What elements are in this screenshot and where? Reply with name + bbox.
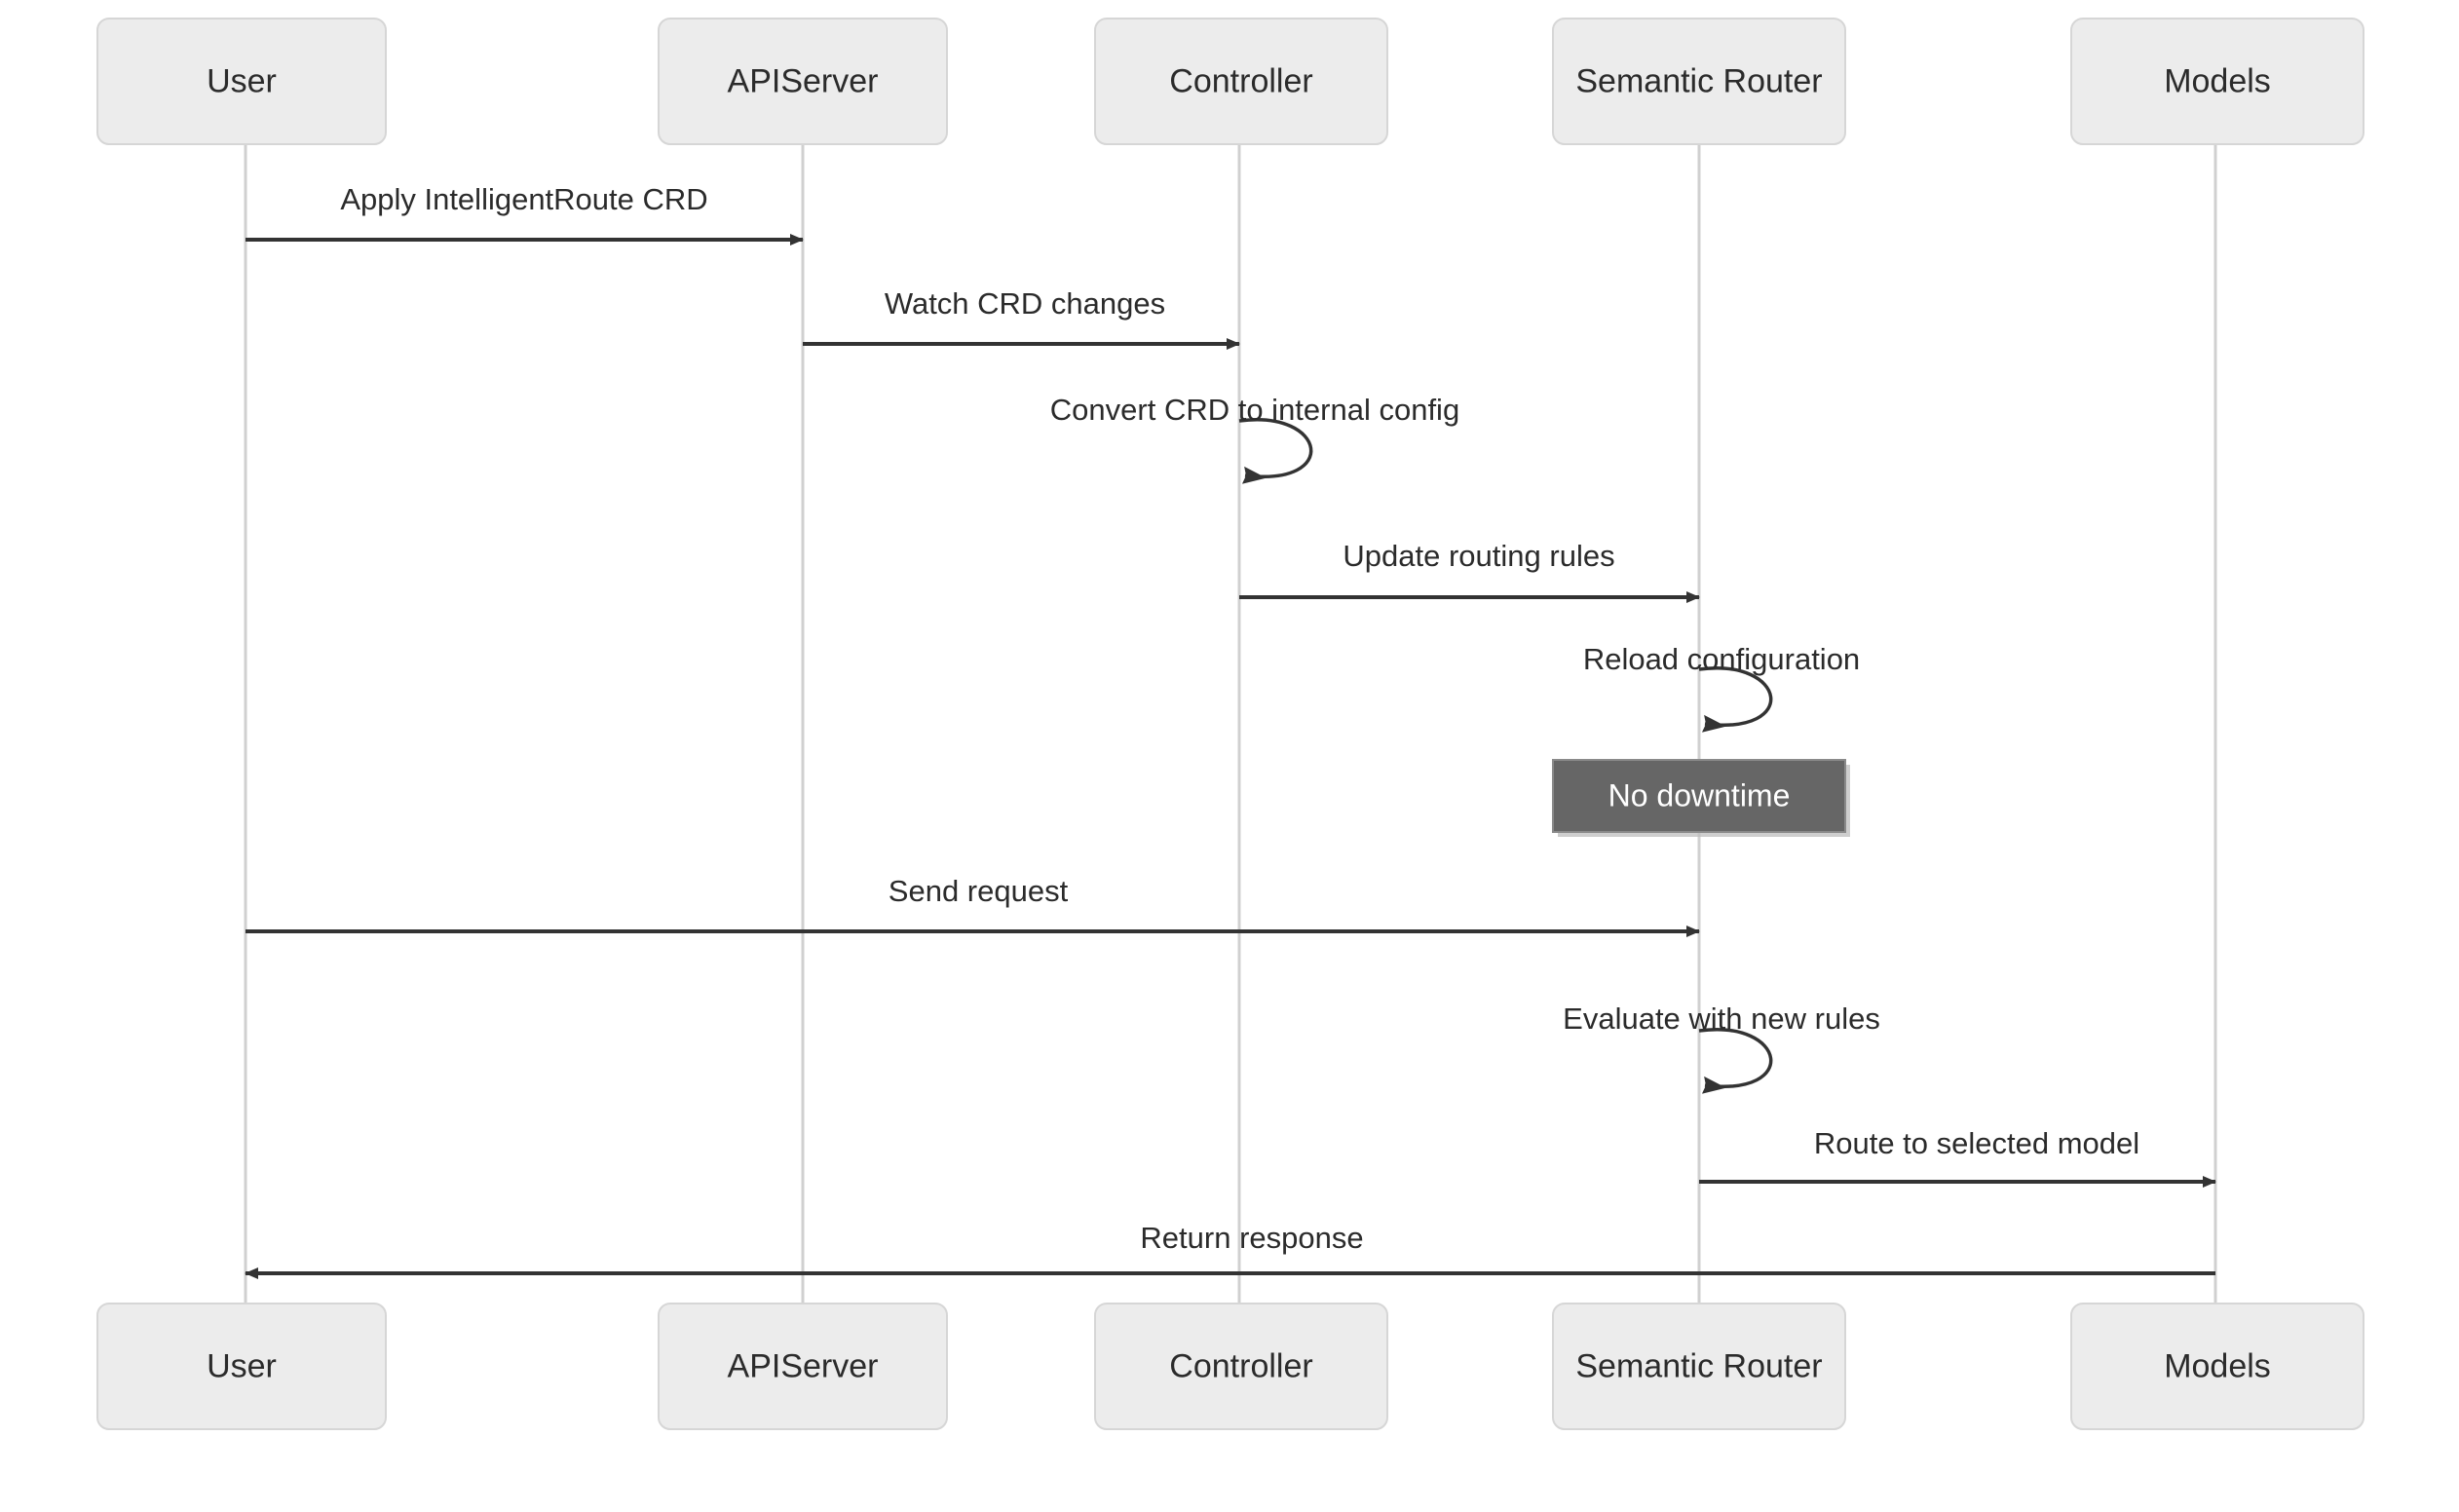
participants-top-layer: User APIServer Controller Semantic Router Mo… (96, 18, 2364, 145)
message-label-m9: Return response (1140, 1221, 1363, 1255)
messages-layer: Apply IntelligentRoute CRD Watch CRD chan… (245, 182, 2216, 1279)
message-label-m2: Watch CRD changes (885, 286, 1165, 321)
participant-apiserver-top[interactable]: APIServer (658, 18, 948, 145)
note-rect (1552, 759, 1846, 833)
message-m4: Update routing rules (1239, 539, 1700, 603)
participant-apiserver-bottom[interactable]: APIServer (658, 1303, 948, 1430)
notes-layer: No downtime (1552, 759, 1850, 837)
message-m1: Apply IntelligentRoute CRD (246, 182, 804, 246)
participant-box-rect (658, 18, 948, 145)
participant-models-top[interactable]: Models (2070, 18, 2364, 145)
participant-label-router: Semantic Router (1575, 62, 1822, 99)
participant-label-router: Semantic Router (1575, 1347, 1822, 1384)
participant-label-controller: Controller (1169, 1347, 1312, 1384)
participant-box-rect (1094, 1303, 1388, 1430)
participants-bottom-layer: User APIServer Controller Semantic Router Mo… (96, 1303, 2364, 1430)
participant-label-models: Models (2164, 62, 2271, 99)
message-m7: Evaluate with new rules (1563, 1002, 1880, 1094)
participant-router-top[interactable]: Semantic Router (1552, 18, 1846, 145)
participant-label-apiserver: APIServer (728, 62, 879, 99)
participant-box-rect (2070, 18, 2364, 145)
participant-controller-top[interactable]: Controller (1094, 18, 1388, 145)
self-loop-path (1698, 666, 1773, 733)
message-label-m4: Update routing rules (1343, 539, 1614, 573)
participant-label-user: User (207, 62, 277, 99)
message-m9: Return response (245, 1221, 2215, 1279)
self-loop-path (1238, 418, 1313, 484)
participant-controller-bottom[interactable]: Controller (1094, 1303, 1388, 1430)
lifelines-layer (244, 144, 2217, 1304)
participant-box-rect (96, 1303, 387, 1430)
message-m3: Convert CRD to internal config (1050, 393, 1459, 484)
participant-label-apiserver: APIServer (728, 1347, 879, 1384)
participant-box-rect (1552, 18, 1846, 145)
message-m2: Watch CRD changes (803, 286, 1240, 350)
self-loop-path (1698, 1028, 1773, 1094)
note-label: No downtime (1608, 777, 1791, 813)
message-m8: Route to selected model (1699, 1126, 2216, 1188)
participant-box-rect (1552, 1303, 1846, 1430)
message-label-m5: Reload configuration (1583, 642, 1860, 676)
participant-box-rect (1094, 18, 1388, 145)
participant-box-rect (2070, 1303, 2364, 1430)
message-m6: Send request (246, 874, 1700, 937)
message-label-m6: Send request (889, 874, 1069, 908)
message-label-m8: Route to selected model (1814, 1126, 2139, 1160)
participant-models-bottom[interactable]: Models (2070, 1303, 2364, 1430)
message-m5: Reload configuration (1583, 642, 1860, 733)
message-label-m3: Convert CRD to internal config (1050, 393, 1459, 427)
participant-router-bottom[interactable]: Semantic Router (1552, 1303, 1846, 1430)
participant-label-controller: Controller (1169, 62, 1312, 99)
participant-box-rect (96, 18, 387, 145)
participant-box-rect (658, 1303, 948, 1430)
message-label-m1: Apply IntelligentRoute CRD (340, 182, 707, 216)
participant-user-top[interactable]: User (96, 18, 387, 145)
message-label-m7: Evaluate with new rules (1563, 1002, 1880, 1036)
participant-label-user: User (207, 1347, 277, 1384)
note-n1: No downtime (1552, 759, 1850, 837)
participant-user-bottom[interactable]: User (96, 1303, 387, 1430)
participant-label-models: Models (2164, 1347, 2271, 1384)
